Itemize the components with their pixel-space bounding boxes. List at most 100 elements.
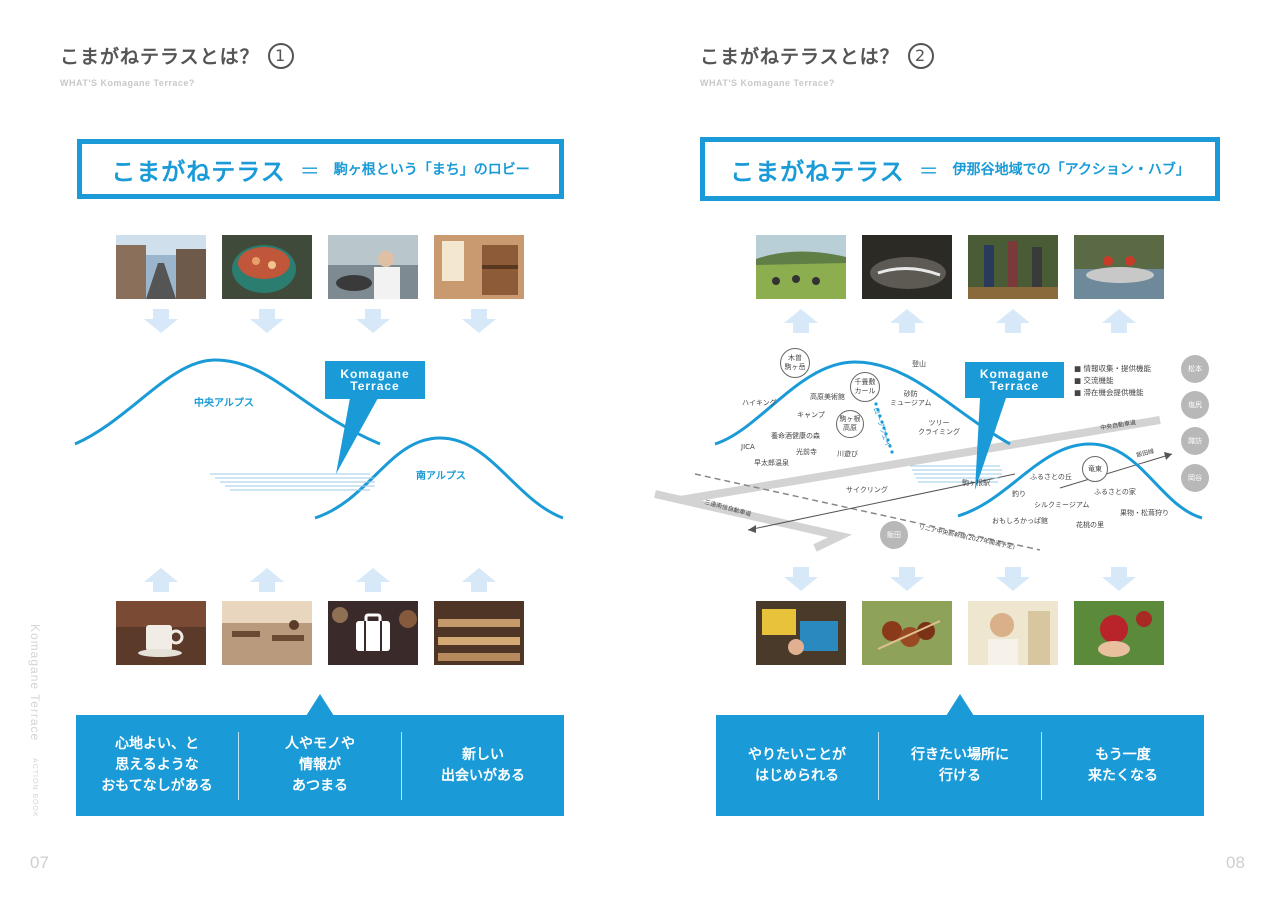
arrow-down-icon	[784, 567, 818, 591]
divider	[401, 731, 402, 800]
right-callout-komagane-terrace: Komagane Terrace	[965, 362, 1064, 398]
place-suwa: 諏訪	[1181, 427, 1209, 455]
mountain-label-minami-alps: 南アルプス	[416, 471, 466, 482]
left-mountain-diagram	[74, 358, 564, 520]
circle-kiso-komagatake: 木曽 駒ヶ岳	[780, 348, 810, 378]
right-box-pointer	[946, 694, 974, 716]
label-furusato-ie: ふるさとの家	[1094, 488, 1136, 496]
summary-new-encounters: 新しい 出会いがある	[441, 746, 525, 784]
right-heading-box: こまがねテラス ＝ 伊那谷地域での「アクション・ハブ」	[700, 137, 1220, 201]
arrow-down-icon	[1102, 567, 1136, 591]
summary-come-again: もう一度 来たくなる	[1088, 746, 1158, 784]
label-kudamono: 果物・松茸狩り	[1120, 509, 1169, 517]
arrow-up-icon	[996, 309, 1030, 333]
divider	[1041, 731, 1042, 800]
arrow-down-icon	[462, 309, 496, 333]
summary-hospitality: 心地よい、と 思えるような おもてなしがある	[101, 736, 213, 794]
label-kozenji: 光前寺	[796, 448, 817, 456]
mountain-label-chuo-alps: 中央アルプス	[194, 398, 254, 409]
arrow-down-icon	[144, 309, 178, 333]
summary-start-doing: やりたいことが はじめられる	[748, 746, 846, 784]
left-title-number: 1	[267, 42, 294, 69]
left-heading-sub: 駒ヶ根という「まち」のロビー	[333, 162, 530, 178]
arrow-up-icon	[784, 309, 818, 333]
summary-go-places: 行きたい場所に 行ける	[911, 746, 1009, 784]
label-yomeishu: 養命酒健康の森	[771, 432, 820, 440]
place-okaya: 岡谷	[1181, 464, 1209, 492]
circle-ryuto: 竜東	[1082, 456, 1108, 482]
label-komagane-station: 駒ヶ根駅	[962, 479, 990, 487]
legend-exchange: ■ 交流機能	[1074, 376, 1114, 385]
place-shiojiri: 塩尻	[1181, 391, 1209, 419]
photo-shop-shelves	[434, 601, 524, 665]
right-title-number: 2	[907, 42, 934, 69]
label-hanamomo: 花桃の里	[1076, 521, 1104, 529]
arrow-up-icon	[890, 309, 924, 333]
legend-functions: ■ 情報収集・提供機能 ■ 交流機能 ■ 滞在機会提供機能	[1074, 363, 1151, 399]
circle-senjojiki-cirque: 千畳敷 カール	[850, 372, 880, 402]
photo-hikers-legs	[968, 235, 1058, 299]
arrow-up-icon	[250, 568, 284, 592]
arrow-down-icon	[996, 567, 1030, 591]
photo-smiling-woman	[968, 601, 1058, 665]
label-tozan: 登山	[912, 360, 926, 368]
photo-food	[222, 235, 312, 299]
arrow-up-icon	[356, 568, 390, 592]
photo-suitcase	[328, 601, 418, 665]
photo-guest-room	[434, 235, 524, 299]
photo-street	[116, 235, 206, 299]
summary-gathering: 人やモノや 情報が あつまる	[285, 736, 355, 794]
label-kappa-kan: おもしろかっぱ館	[992, 517, 1048, 525]
label-camp: キャンプ	[797, 411, 825, 419]
photo-bus-driver	[328, 235, 418, 299]
arrow-down-icon	[890, 567, 924, 591]
arrow-down-icon	[356, 309, 390, 333]
place-matsumoto: 松本	[1181, 355, 1209, 383]
photo-crafts	[756, 601, 846, 665]
place-iida: 飯田	[880, 521, 908, 549]
right-page-title: こまがねテラスとは？ 2	[700, 42, 934, 69]
circle-komagane-kogen: 駒ヶ根 高原	[836, 410, 864, 438]
left-box-pointer	[306, 694, 334, 716]
left-heading-main: こまがねテラス	[111, 157, 286, 186]
left-heading-box: こまがねテラス ＝ 駒ヶ根という「まち」のロビー	[77, 139, 564, 199]
label-hiking: ハイキング	[742, 399, 777, 407]
left-subtitle: WHAT'S Komagane Terrace?	[60, 78, 195, 88]
left-callout-pointer	[336, 398, 378, 474]
right-heading-sub: 伊那谷地域での「アクション・ハブ」	[952, 162, 1190, 178]
photo-rafting	[1074, 235, 1164, 299]
label-kawaasobi: 川遊び	[837, 450, 858, 458]
arrow-up-icon	[144, 568, 178, 592]
page-number-left: 07	[30, 853, 49, 872]
left-heading-equals: ＝	[299, 158, 320, 183]
arrow-up-icon	[462, 568, 496, 592]
side-title: Komagane Terrace	[28, 624, 42, 742]
divider	[878, 731, 879, 800]
arrow-up-icon	[1102, 309, 1136, 333]
right-heading-equals: ＝	[918, 158, 939, 183]
photo-cafe-interior	[222, 601, 312, 665]
legend-info: ■ 情報収集・提供機能	[1074, 364, 1151, 373]
label-furusato-oka: ふるさとの丘	[1030, 473, 1072, 481]
photo-coffee-cup	[116, 601, 206, 665]
label-bijutsukan: 高原美術館	[810, 393, 845, 401]
left-page-title: こまがねテラスとは？ 1	[60, 42, 294, 69]
left-callout-komagane-terrace: Komagane Terrace	[325, 361, 425, 399]
right-subtitle: WHAT'S Komagane Terrace?	[700, 78, 835, 88]
photo-cycling-field	[756, 235, 846, 299]
right-title-text: こまがねテラスとは？	[700, 46, 900, 68]
right-map-diagram	[654, 360, 1203, 552]
photo-apple-picking	[1074, 601, 1164, 665]
label-tsuri: 釣り	[1012, 490, 1026, 498]
label-tree-climbing: ツリー クライミング	[918, 419, 960, 436]
photo-dango-skewers	[862, 601, 952, 665]
photo-water	[862, 235, 952, 299]
arrow-down-icon	[250, 309, 284, 333]
page-number-right: 08	[1226, 853, 1245, 872]
left-summary-box: 心地よい、と 思えるような おもてなしがある 人やモノや 情報が あつまる 新し…	[76, 715, 564, 816]
label-sabo-museum: 砂防 ミュージアム	[890, 390, 932, 407]
legend-stay: ■ 滞在機会提供機能	[1074, 388, 1144, 397]
label-jica: JICA	[741, 443, 755, 451]
right-heading-main: こまがねテラス	[730, 157, 905, 186]
side-subtitle: ACTION BOOK	[31, 758, 38, 818]
